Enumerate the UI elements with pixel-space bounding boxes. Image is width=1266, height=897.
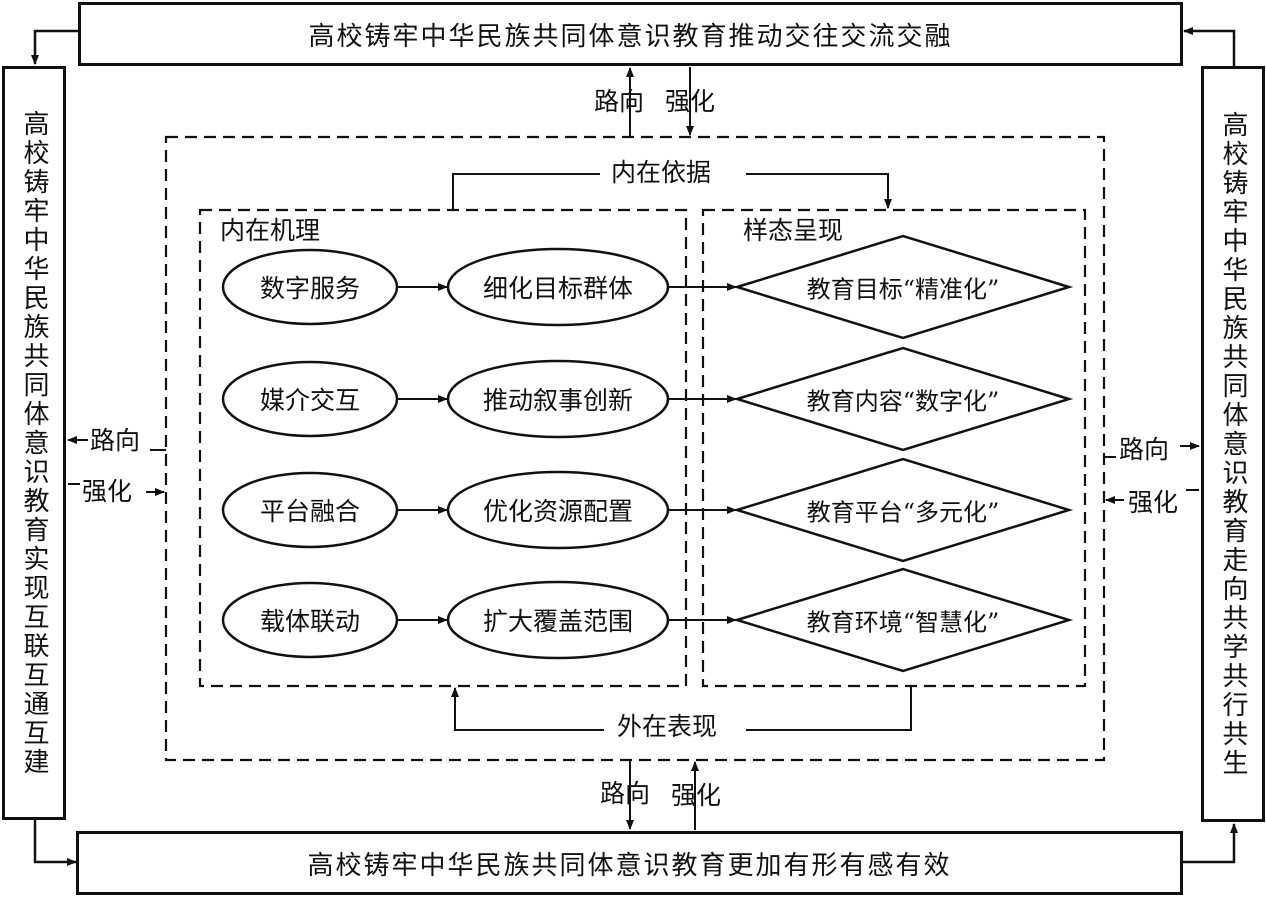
mechanism-title: 内在机理: [220, 216, 321, 245]
left-goal-text: 高校铸牢中华民族共同体意识教育实现互联互通互建: [19, 109, 49, 777]
top-strengthen-label: 强化: [665, 87, 716, 116]
effect-label: 扩大覆盖范围: [482, 607, 634, 636]
outer-expression-right-line: [746, 686, 912, 731]
connector-bottom-to-right: [1182, 823, 1238, 864]
cause-label: 数字服务: [259, 274, 361, 303]
presentation-diamond: [732, 346, 1074, 452]
right-strengthen-label: 强化: [1128, 488, 1179, 517]
presentation-dashed-frame: [701, 208, 1087, 688]
bottom-goal-text: 高校铸牢中华民族共同体意识教育更加有形有感有效: [307, 850, 952, 881]
cause-label: 载体联动: [259, 607, 361, 636]
presentation-label: 教育平台“多元化”: [806, 498, 1000, 527]
cause-label: 媒介交互: [259, 386, 361, 415]
outer-expression-label: 外在表现: [617, 712, 718, 741]
top-goal-box: 高校铸牢中华民族共同体意识教育推动交往交流交融: [78, 2, 1183, 66]
connector-right-to-top: [1183, 27, 1236, 66]
bottom-strengthen-label: 强化: [671, 781, 722, 810]
left-goal-box: 高校铸牢中华民族共同体意识教育实现互联互通互建: [2, 66, 66, 820]
inner-basis-label: 内在依据: [611, 158, 712, 187]
presentation-title: 样态呈现: [743, 216, 844, 245]
outer-expression-arrow: [451, 687, 604, 731]
bottom-goal-box: 高校铸牢中华民族共同体意识教育更加有形有感有效: [76, 831, 1183, 895]
left-path-label: 路向: [90, 426, 141, 455]
connector-left-to-bottom: [33, 820, 77, 866]
cause-label: 平台融合: [259, 497, 361, 526]
connector-top-to-left: [31, 29, 80, 65]
right-path-label: 路向: [1119, 435, 1170, 464]
left-strengthen-label: 强化: [82, 477, 133, 506]
right-goal-box: 高校铸牢中华民族共同体意识教育走向共学共行共生: [1201, 66, 1265, 822]
top-goal-text: 高校铸牢中华民族共同体意识教育推动交往交流交融: [308, 21, 953, 52]
inner-basis-left-line: [452, 173, 600, 210]
right-goal-text: 高校铸牢中华民族共同体意识教育走向共学共行共生: [1218, 110, 1248, 778]
presentation-diamond: [732, 234, 1074, 340]
presentation-diamond: [732, 567, 1074, 673]
inner-basis-right-arrow: [746, 173, 892, 209]
mechanism-dashed-frame: [198, 208, 688, 688]
effect-label: 优化资源配置: [482, 497, 634, 526]
top-path-label: 路向: [594, 87, 645, 116]
presentation-diamond: [732, 457, 1074, 563]
presentation-label: 教育环境“智慧化”: [806, 608, 1000, 637]
bottom-path-label: 路向: [600, 779, 651, 808]
effect-label: 细化目标群体: [482, 274, 634, 303]
presentation-label: 教育目标“精准化”: [806, 275, 1000, 304]
presentation-label: 教育内容“数字化”: [806, 387, 1000, 416]
effect-label: 推动叙事创新: [482, 386, 634, 415]
